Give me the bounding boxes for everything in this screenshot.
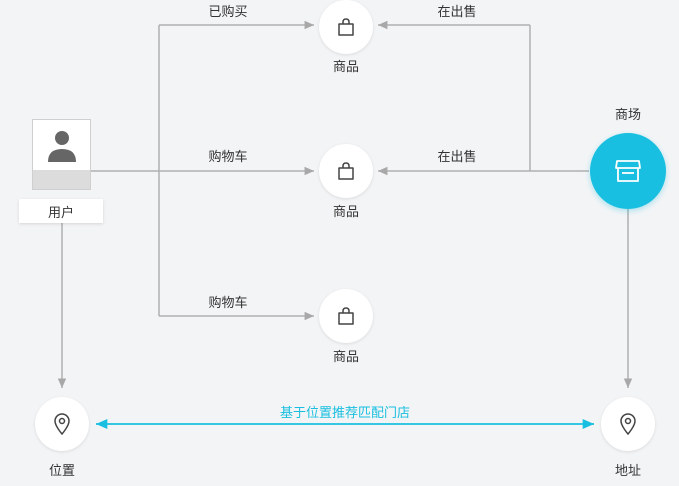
address-label: 地址 <box>614 464 642 479</box>
location-label: 位置 <box>48 464 76 479</box>
shopping-bag-icon <box>338 307 354 325</box>
user-avatar-icon <box>48 131 76 162</box>
match-link-label: 基于位置推荐匹配门店 <box>279 406 411 421</box>
store-icon <box>615 160 641 182</box>
location-pin-icon <box>54 413 70 436</box>
product-node-1[interactable] <box>319 0 373 54</box>
product-label-3: 商品 <box>332 350 360 365</box>
product-node-3[interactable] <box>319 289 373 343</box>
shopping-bag-icon <box>338 18 354 36</box>
edge-label-on-sale-1: 在出售 <box>437 5 477 20</box>
mall-label: 商场 <box>614 108 642 123</box>
mall-node[interactable] <box>590 133 666 209</box>
product-label-1: 商品 <box>332 60 360 75</box>
edge-label-cart-2: 购物车 <box>208 296 248 311</box>
avatar-footer-strip <box>33 170 90 189</box>
edge-label-purchased: 已购买 <box>208 5 248 20</box>
product-label-2: 商品 <box>332 205 360 220</box>
edge-label-on-sale-2: 在出售 <box>437 150 477 165</box>
user-label: 用户 <box>19 199 103 223</box>
address-node[interactable] <box>601 397 655 451</box>
product-node-2[interactable] <box>319 144 373 198</box>
user-avatar-card[interactable] <box>32 119 91 190</box>
edge-label-cart-1: 购物车 <box>208 150 248 165</box>
shopping-bag-icon <box>338 162 354 180</box>
location-node[interactable] <box>35 397 89 451</box>
location-pin-icon <box>620 413 636 436</box>
